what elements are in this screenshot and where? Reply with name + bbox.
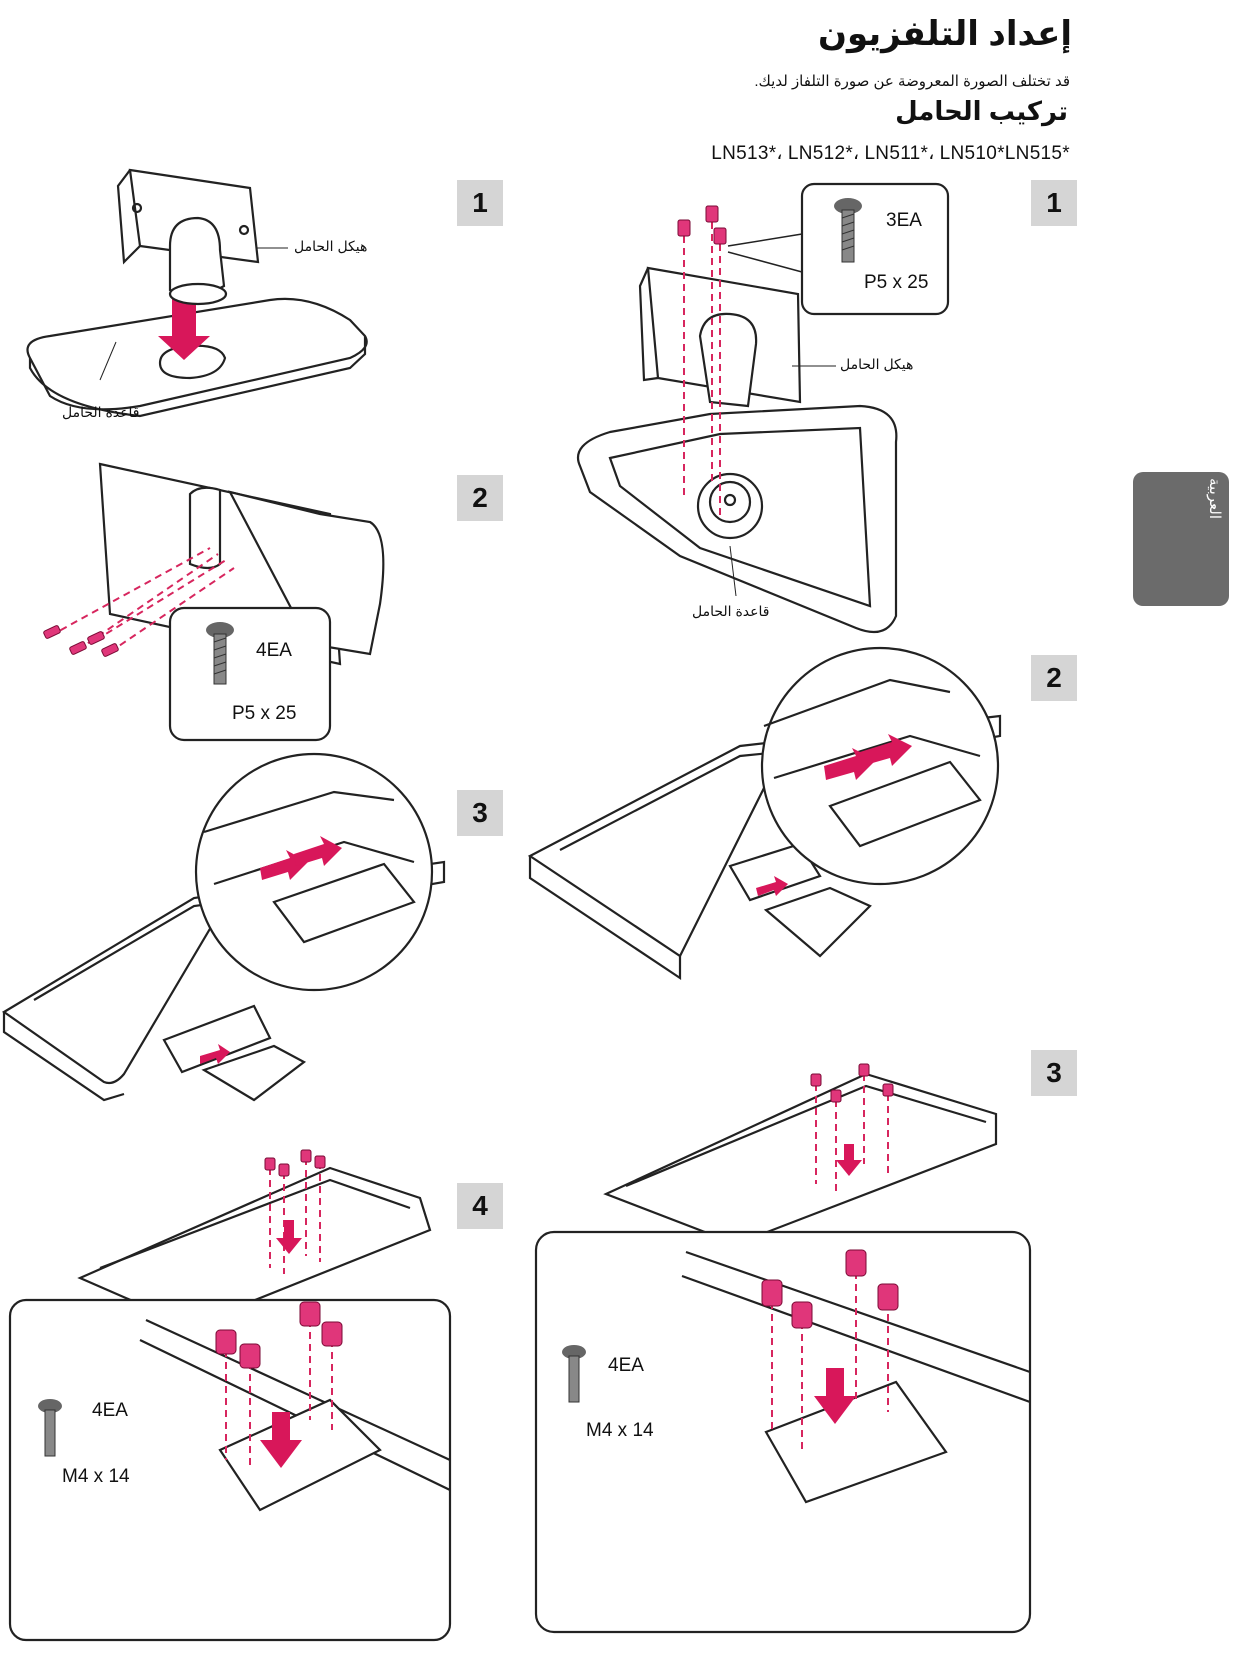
left-step-2-screw-size: P5 x 25 [232, 703, 297, 724]
image-disclaimer: قد تختلف الصورة المعروضة عن صورة التلفاز… [754, 73, 1070, 90]
left-step-4-screw-size: M4 x 14 [62, 1466, 130, 1487]
left-step-2-badge: 2 [457, 475, 503, 521]
left-label-stand-body: هيكل الحامل [294, 238, 368, 254]
page-title: إعداد التلفزيون [818, 15, 1072, 53]
language-tab-label: العربية [1206, 478, 1223, 519]
right-step-1-screw-callout-box [800, 182, 950, 316]
right-step-3-screw-count: 4EA [608, 1355, 644, 1376]
model-list: LN513*، LN512*، LN511*، LN510*LN515* [711, 143, 1070, 164]
right-step-1-screw-size: P5 x 25 [864, 272, 929, 293]
left-step-3-badge: 3 [457, 790, 503, 836]
right-step-3-screw-size: M4 x 14 [586, 1420, 654, 1441]
left-step-4-detail-box [8, 1298, 452, 1642]
right-step-1-illustration [577, 205, 898, 634]
left-step-2-screw-count: 4EA [256, 640, 292, 661]
section-title: تركيب الحامل [895, 96, 1068, 126]
left-step-3-illustration [1, 752, 446, 1102]
left-step-4-illustration [77, 1149, 432, 1328]
left-step-2-screw-callout-box [168, 606, 332, 742]
right-step-2-illustration [527, 646, 1002, 981]
left-step-4-badge: 4 [457, 1183, 503, 1229]
language-tab[interactable]: العربية [1133, 472, 1229, 606]
right-label-stand-base: قاعدة الحامل [692, 603, 770, 619]
left-label-stand-base: قاعدة الحامل [62, 404, 140, 420]
left-step-1-illustration [26, 168, 368, 418]
right-label-stand-body: هيكل الحامل [840, 356, 914, 372]
right-step-3-badge: 3 [1031, 1050, 1077, 1096]
left-step-4-screw-count: 4EA [92, 1400, 128, 1421]
left-step-1-badge: 1 [457, 180, 503, 226]
right-step-1-badge: 1 [1031, 180, 1077, 226]
right-step-3-illustration [603, 1063, 998, 1246]
right-step-2-badge: 2 [1031, 655, 1077, 701]
right-step-3-detail-box [534, 1230, 1032, 1634]
right-step-1-screw-count: 3EA [886, 210, 922, 231]
